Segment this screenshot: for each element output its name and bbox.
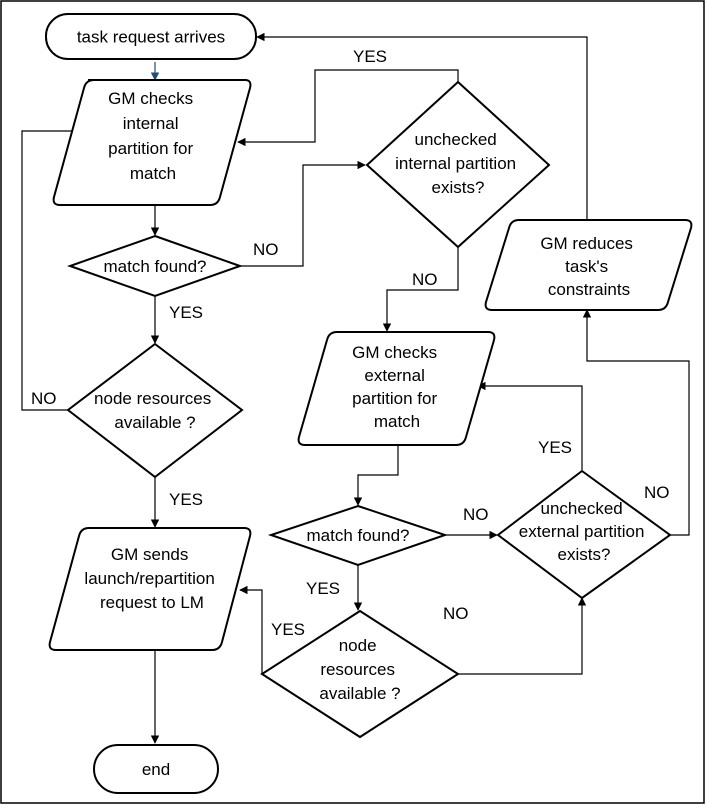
svg-text:GM checks internal: GM checks internal partition for match [108, 89, 198, 183]
node-unchecked-external: unchecked external partition exists? [496, 469, 672, 600]
node-gm-check-internal: GM checks internal partition for match [52, 79, 252, 206]
node-resources-internal-line: node resources [94, 389, 211, 408]
node-gm-reduces: GM reduces task's constraints [484, 219, 693, 311]
node-unchecked-external-line: external partition [519, 522, 645, 541]
svg-text:end: end [142, 760, 170, 779]
node-resources-internal: node resources available ? [66, 342, 244, 479]
node-resources-external-line: resources [320, 660, 395, 679]
node-end: end [93, 744, 219, 794]
node-match-found-internal-line: match found? [103, 257, 206, 276]
svg-text:GM sends launch/repartit: GM sends launch/repartition request to L… [84, 545, 219, 612]
node-resources-external: node resources available ? [260, 609, 460, 739]
node-unchecked-internal: unchecked internal partition exists? [365, 80, 551, 249]
node-match-found-external-line: match found? [306, 526, 409, 545]
node-gm-check-external-line: GM checks [352, 343, 437, 362]
edge-unchecked-external-no [582, 309, 690, 536]
edge-external-check-to-match [353, 445, 399, 506]
node-gm-reduces-line: constraints [548, 280, 630, 299]
node-resources-external-line: node [339, 636, 377, 655]
label-internal-resources-no: NO [31, 389, 57, 408]
label-external-match-yes: YES [306, 579, 340, 598]
node-resources-external-line: available ? [319, 684, 400, 703]
node-gm-check-external-line: partition for [352, 389, 437, 408]
label-unchecked-internal-no: NO [412, 270, 438, 289]
node-gm-reduces-line: task's [565, 257, 608, 276]
label-internal-match-no: NO [253, 240, 279, 259]
node-gm-sends: GM sends launch/repartition request to L… [48, 527, 252, 651]
node-gm-check-internal-line: match [130, 164, 176, 183]
svg-text:match found?: match found? [103, 257, 206, 276]
label-unchecked-external-yes: YES [538, 438, 572, 457]
node-gm-sends-line: request to LM [100, 593, 204, 612]
svg-text:task request arrives: task request arrives [77, 27, 225, 46]
node-unchecked-external-line: exists? [558, 545, 611, 564]
edge-internal-resources-no [21, 126, 84, 411]
node-gm-check-internal-line: partition for [108, 139, 193, 158]
node-resources-internal-line: available ? [114, 413, 195, 432]
node-gm-check-external-line: match [374, 412, 420, 431]
edge-internal-match-no [240, 160, 366, 267]
node-gm-check-internal-line: internal [123, 114, 179, 133]
edge-reduces-to-start [256, 32, 588, 220]
edge-external-resources-no [458, 597, 587, 675]
svg-text:node resources available: node resources available ? [94, 389, 216, 432]
svg-text:unchecked external parti: unchecked external partition exists? [519, 499, 649, 564]
node-gm-sends-line: launch/repartition [84, 569, 214, 588]
svg-text:match found?: match found? [306, 526, 409, 545]
node-end-line: end [142, 760, 170, 779]
node-match-found-external: match found? [267, 504, 449, 567]
node-match-found-internal: match found? [66, 234, 244, 298]
svg-text:GM checks external: GM checks external partition for match [352, 343, 442, 431]
node-start: task request arrives [45, 13, 257, 60]
edge-unchecked-internal-no [382, 245, 459, 332]
label-external-resources-no: NO [443, 604, 469, 623]
edge-unchecked-external-yes [477, 381, 583, 470]
svg-text:GM reduces task's: GM reduces task's constraints [540, 234, 637, 299]
svg-text:node resources ava: node resources available ? [319, 636, 400, 703]
edge-external-resources-yes [239, 585, 263, 674]
node-gm-check-internal-line: GM checks [108, 89, 193, 108]
label-unchecked-external-no: NO [644, 483, 670, 502]
node-gm-reduces-line: GM reduces [540, 234, 633, 253]
node-gm-check-external: GM checks external partition for match [297, 331, 496, 446]
label-unchecked-internal-yes: YES [353, 47, 387, 66]
node-unchecked-external-line: unchecked [541, 499, 623, 518]
label-internal-match-yes: YES [169, 303, 203, 322]
svg-text:unchecked internal parti: unchecked internal partition exists? [395, 130, 521, 197]
node-unchecked-internal-line: exists? [432, 178, 485, 197]
label-external-resources-yes: YES [271, 620, 305, 639]
label-internal-resources-yes: YES [169, 490, 203, 509]
node-unchecked-internal-line: unchecked [415, 130, 497, 149]
node-start-line: task request arrives [77, 27, 225, 46]
edge-unchecked-internal-yes [237, 69, 459, 147]
node-gm-sends-line: GM sends [111, 545, 188, 564]
node-unchecked-internal-line: internal partition [395, 154, 516, 173]
label-external-match-no: NO [463, 505, 489, 524]
node-gm-check-external-line: external [364, 366, 424, 385]
